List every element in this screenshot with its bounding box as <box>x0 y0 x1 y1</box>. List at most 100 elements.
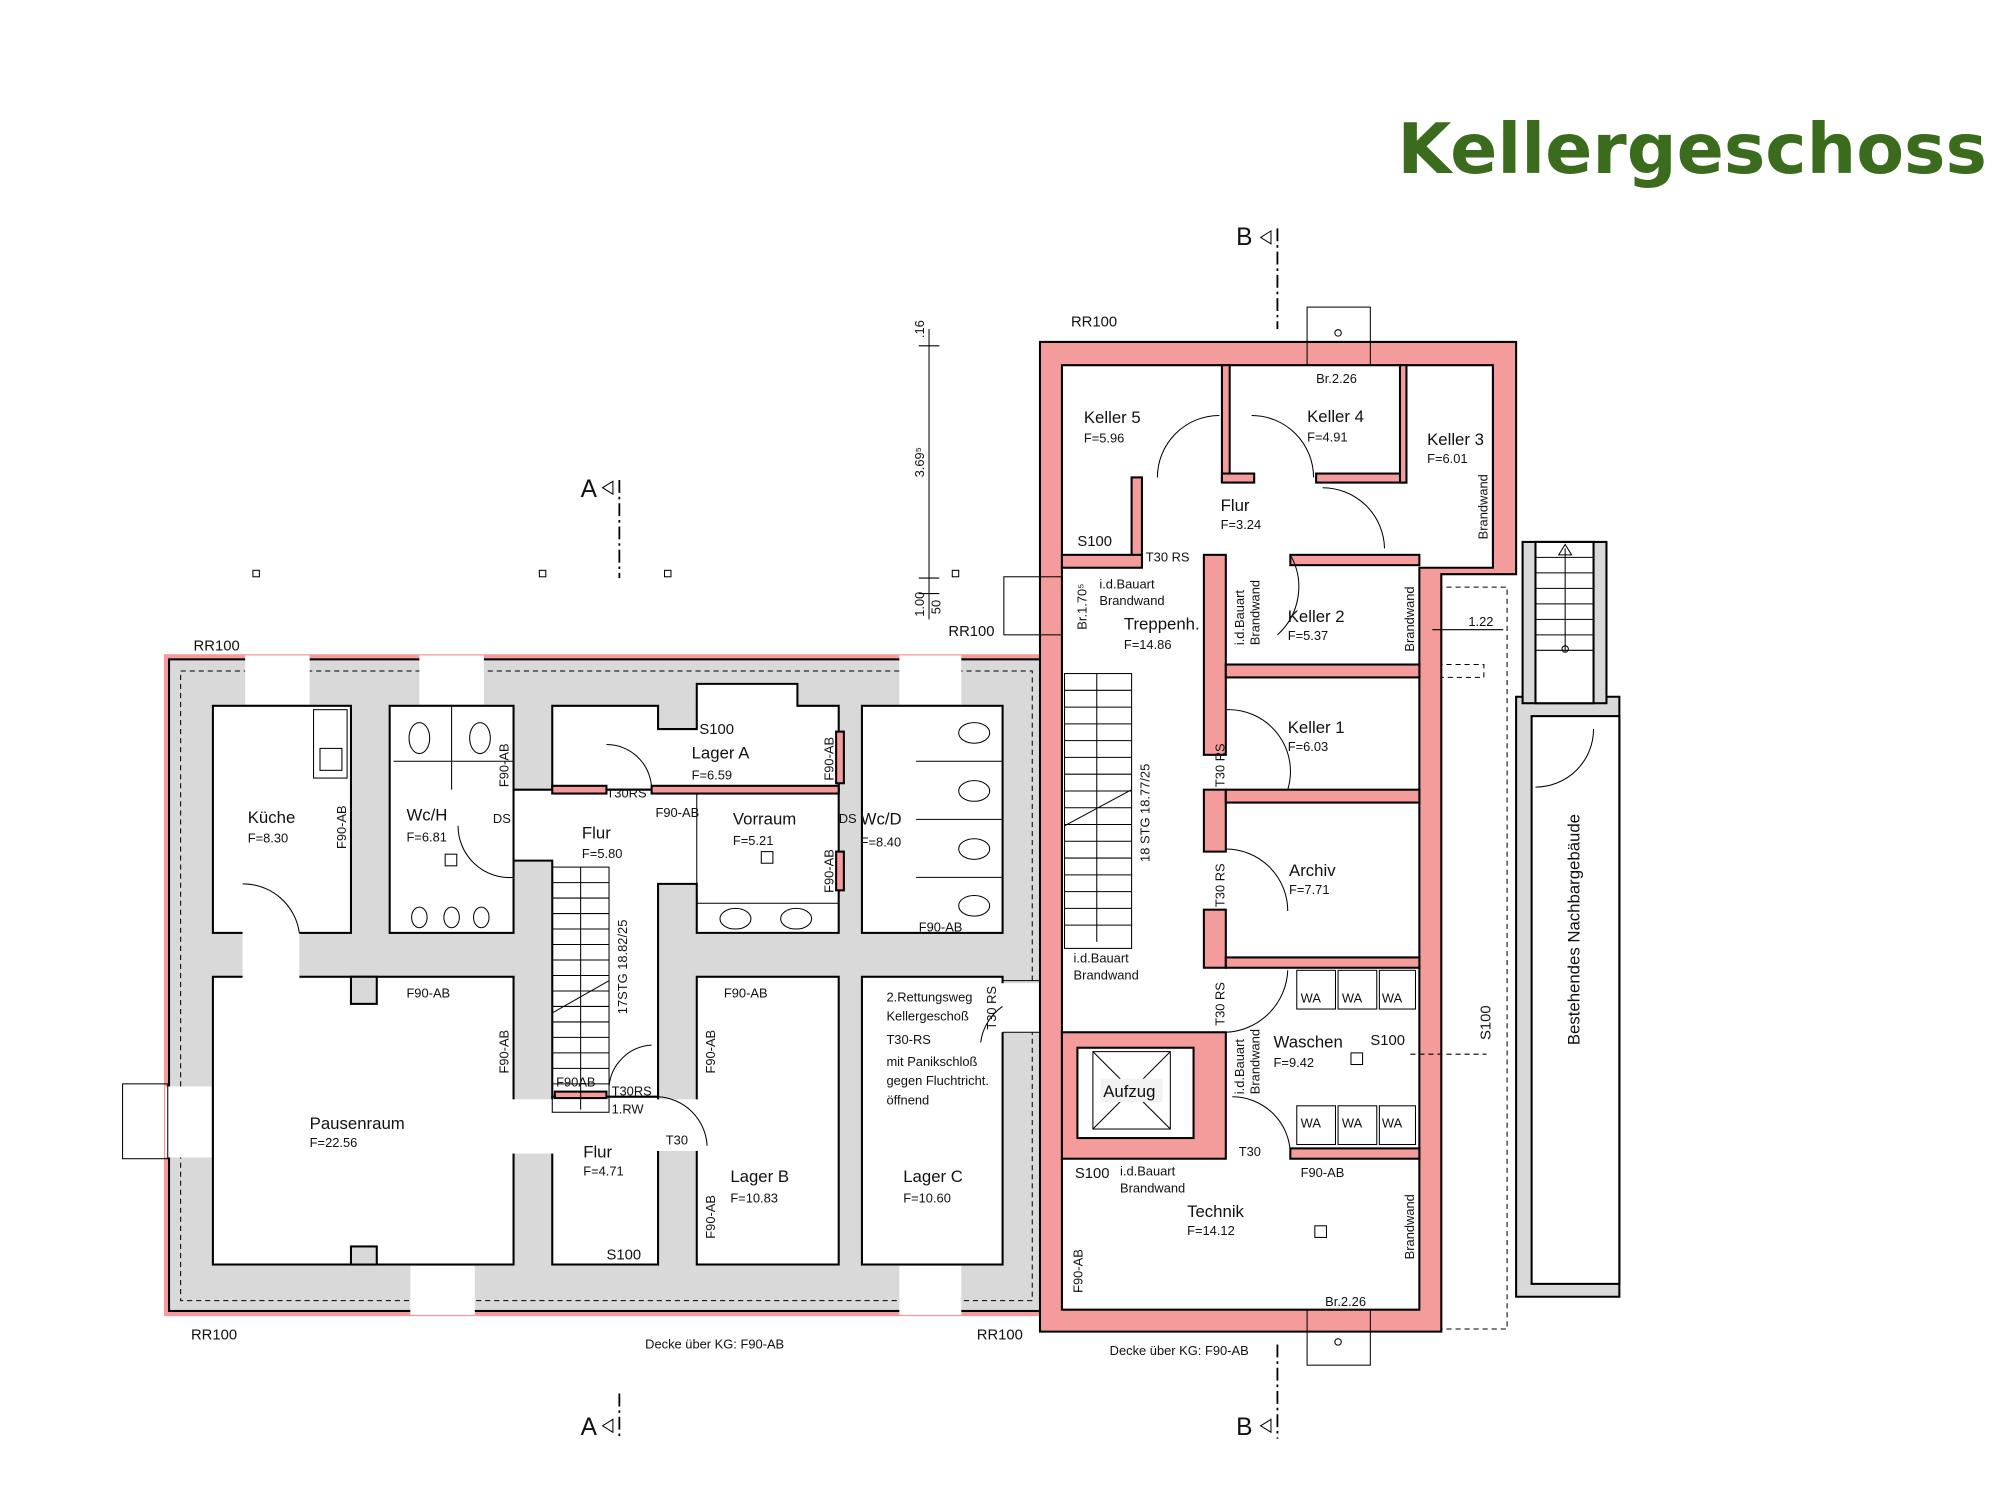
note-line: 2.Rettungsweg <box>886 989 972 1004</box>
stair-label: 17STG 18.82/25 <box>615 920 630 1015</box>
door-t30rs-label: T30 RS <box>1213 743 1228 787</box>
s100-label: S100 <box>1075 1166 1110 1182</box>
right-building: Aufzug WA WA WA WA WA WA Keller 5 F=5.96… <box>1003 306 1518 1366</box>
stair-label: 18 STG 18.77/25 <box>1138 764 1153 862</box>
f90ab-label: F90-AB <box>496 743 511 787</box>
note-line: Kellergeschoß <box>886 1009 969 1024</box>
rr100-label: RR100 <box>1071 314 1117 330</box>
room-name: Flur <box>1221 496 1250 515</box>
room-area: F=14.86 <box>1124 637 1172 652</box>
section-marker-b-bottom: B <box>1236 1414 1252 1441</box>
rr100-label: RR100 <box>977 1327 1023 1343</box>
bauart-label: Brandwand <box>1099 593 1164 608</box>
bauart-label: Brandwand <box>1247 1029 1262 1094</box>
ds-label: DS <box>493 811 511 826</box>
note-line: öffnend <box>886 1093 929 1108</box>
room-flur-lower <box>551 1095 660 1266</box>
room-name: Flur <box>582 824 611 843</box>
bauart-label: Brandwand <box>1074 967 1139 982</box>
ds-label: DS <box>839 811 857 826</box>
f90ab-label: F90-AB <box>406 985 450 1000</box>
dim-50: 50 <box>929 600 944 614</box>
note-line: mit Panikschloß <box>886 1054 977 1069</box>
wa-label: WA <box>1382 991 1403 1006</box>
room-area: F=6.81 <box>406 829 447 844</box>
brandwand-label: Brandwand <box>1402 586 1417 651</box>
dim-100: 1.00 <box>912 592 927 617</box>
room-area: F=8.40 <box>861 834 902 849</box>
f90ab-label: F90-AB <box>334 805 349 849</box>
room-area: F=10.83 <box>730 1191 778 1206</box>
section-marker-a-bottom: A <box>581 1414 598 1441</box>
room-area: F=8.30 <box>248 831 289 846</box>
left-building: Küche F=8.30 Wc/H F=6.81 Lager A F=6.59 … <box>122 624 1052 1351</box>
door-t30-label: T30 <box>1239 1144 1261 1159</box>
room-kueche <box>211 704 352 934</box>
door-t30rs-label: T30RS <box>612 1083 652 1098</box>
room-area: F=10.60 <box>903 1191 951 1206</box>
s100-label: S100 <box>1370 1033 1405 1049</box>
wa-label: WA <box>1382 1116 1403 1131</box>
f90ab-label: F90AB <box>556 1074 595 1089</box>
room-name: Lager B <box>730 1167 789 1186</box>
room-area: F=6.03 <box>1288 739 1329 754</box>
staircase-left <box>551 866 610 1113</box>
wa-label: WA <box>1301 1116 1322 1131</box>
door-t30-label: T30 <box>666 1133 688 1148</box>
s100-label: S100 <box>1077 534 1112 550</box>
ceiling-note: Decke über KG: F90-AB <box>1110 1343 1249 1358</box>
s100-label: S100 <box>606 1247 641 1263</box>
door-t30rs-label: T30RS <box>606 785 646 800</box>
room-name: Keller 2 <box>1288 607 1345 626</box>
f90ab-label: F90-AB <box>1301 1165 1345 1180</box>
door-width-label: Br.1.70⁵ <box>1074 583 1089 629</box>
room-name: Waschen <box>1274 1033 1343 1052</box>
room-pausenraum <box>211 975 515 1266</box>
neighbour-building-label: Bestehendes Nachbargebäude <box>1564 814 1583 1045</box>
room-area: F=9.42 <box>1274 1055 1315 1070</box>
room-name: Lager A <box>692 744 751 763</box>
f90ab-label: F90-AB <box>822 849 837 893</box>
bauart-label: Brandwand <box>1247 580 1262 645</box>
room-area: F=5.37 <box>1288 628 1329 643</box>
dimension-line: .16 3.69⁵ 1.00 50 <box>912 320 944 620</box>
section-lines: A A B B <box>252 224 1279 1441</box>
room-name: Wc/H <box>406 806 447 825</box>
rr100-label: RR100 <box>191 1327 237 1343</box>
room-area: F=14.12 <box>1187 1223 1235 1238</box>
room-area: F=22.56 <box>310 1135 358 1150</box>
room-name: Keller 5 <box>1084 408 1141 427</box>
f90ab-label: F90-AB <box>703 1195 718 1239</box>
brandwand-label: Brandwand <box>1476 474 1491 539</box>
f90ab-label: F90-AB <box>1071 1249 1086 1293</box>
ceiling-note: Decke über KG: F90-AB <box>645 1336 784 1351</box>
page-title: Kellergeschoss <box>1397 109 1987 190</box>
door-t30rs-label: T30 RS <box>1213 863 1228 907</box>
room-name: Keller 3 <box>1427 430 1484 449</box>
room-name: Flur <box>583 1142 612 1161</box>
toilet-fixtures <box>393 705 1003 930</box>
room-name: Pausenraum <box>310 1114 405 1133</box>
staircase-right <box>1064 673 1133 949</box>
room-area: F=4.91 <box>1307 429 1347 444</box>
rescue-route-label: 1.RW <box>612 1102 645 1117</box>
window-width-label: Br.2.26 <box>1325 1294 1366 1309</box>
room-name: Keller 1 <box>1288 718 1345 737</box>
dim-122: 1.22 <box>1468 614 1493 629</box>
room-area: F=5.96 <box>1084 431 1125 446</box>
dim-369: 3.69⁵ <box>912 447 927 477</box>
room-lager-c <box>860 975 1004 1266</box>
note-line: T30-RS <box>886 1032 930 1047</box>
room-name: Vorraum <box>733 810 796 829</box>
room-area: F=6.01 <box>1427 451 1467 466</box>
rr100-label: RR100 <box>194 638 240 654</box>
section-marker-a-top: A <box>581 476 598 503</box>
room-name: Archiv <box>1289 861 1336 880</box>
wa-label: WA <box>1342 1116 1363 1131</box>
f90ab-label: F90-AB <box>703 1030 718 1074</box>
section-marker-b-top: B <box>1236 224 1252 251</box>
rescue-route-note: 2.Rettungsweg Kellergeschoß T30-RS mit P… <box>886 989 988 1107</box>
rr100-label: RR100 <box>948 624 994 640</box>
bauart-label: i.d.Bauart <box>1232 590 1247 646</box>
wa-label: WA <box>1301 991 1322 1006</box>
